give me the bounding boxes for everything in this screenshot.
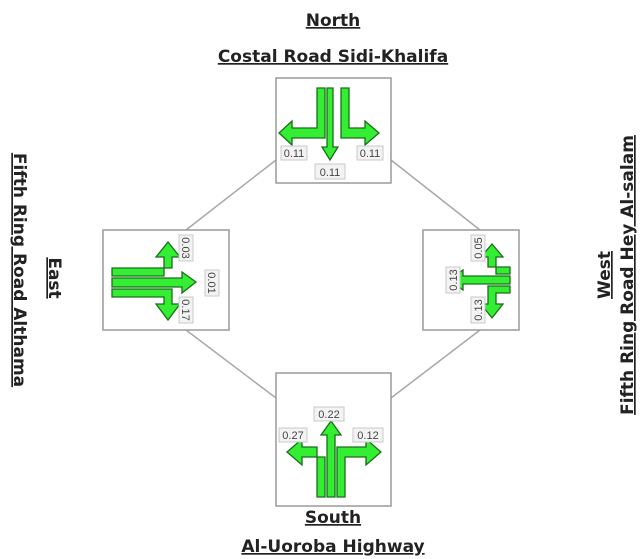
svg-text:0.01: 0.01 (205, 272, 217, 293)
east-up-turn-arrow (111, 240, 182, 277)
south-right-turn-arrow (336, 437, 382, 498)
south-left-turn-arrow (286, 437, 326, 498)
intersection-outline (185, 159, 481, 399)
south-direction-label: South (305, 508, 361, 528)
east-down-ratio: 0.17 (178, 296, 194, 324)
north-movement-arrows (278, 87, 380, 162)
east-movement-arrows (111, 240, 198, 322)
west-through-ratio: 0.13 (445, 266, 461, 294)
connector-west-south (390, 329, 481, 399)
west-direction-label: West (595, 251, 615, 299)
south-left-ratio: 0.27 (278, 427, 308, 443)
west-road-label: Fifth Ring Road Hey Al-salam (618, 135, 638, 415)
north-right-turn-arrow (340, 87, 380, 147)
south-road-label: Al-Uoroba Highway (241, 537, 424, 557)
svg-text:0.11: 0.11 (360, 148, 381, 160)
east-down-turn-arrow (111, 288, 182, 322)
west-down-ratio: 0.13 (470, 296, 486, 324)
east-road-label: Fifth Ring Road Althama (9, 153, 29, 387)
connector-north-east (185, 159, 277, 231)
south-through-ratio: 0.22 (313, 406, 345, 422)
svg-text:0.17: 0.17 (179, 299, 191, 320)
svg-text:0.22: 0.22 (318, 409, 339, 421)
connector-north-west (390, 159, 481, 231)
north-road-label: Costal Road Sidi-Khalifa (218, 47, 448, 67)
east-up-ratio: 0.03 (178, 234, 194, 262)
west-movement-arrows (447, 242, 511, 320)
south-movement-arrows (286, 419, 382, 498)
svg-text:0.11: 0.11 (284, 148, 305, 160)
west-up-turn-arrow (479, 242, 511, 275)
north-through-arrow (320, 87, 340, 162)
svg-text:0.27: 0.27 (282, 430, 303, 442)
east-through-arrow (111, 270, 198, 295)
north-right-ratio: 0.11 (356, 145, 384, 161)
north-left-ratio: 0.11 (280, 145, 308, 161)
east-direction-label: East (44, 257, 64, 298)
svg-text:0.05: 0.05 (473, 237, 485, 258)
north-through-ratio: 0.11 (314, 163, 346, 180)
svg-text:0.11: 0.11 (320, 167, 341, 179)
north-left-turn-arrow (278, 87, 326, 147)
svg-text:0.03: 0.03 (179, 237, 191, 258)
svg-text:0.12: 0.12 (357, 430, 378, 442)
east-through-ratio: 0.01 (204, 269, 220, 297)
svg-text:0.13: 0.13 (448, 269, 460, 290)
north-direction-label: North (306, 11, 361, 31)
west-up-ratio: 0.05 (470, 234, 486, 262)
svg-text:0.13: 0.13 (473, 299, 485, 320)
connector-east-south (185, 329, 277, 399)
south-through-arrow (319, 419, 343, 498)
west-down-turn-arrow (479, 285, 511, 320)
south-right-ratio: 0.12 (352, 427, 384, 443)
